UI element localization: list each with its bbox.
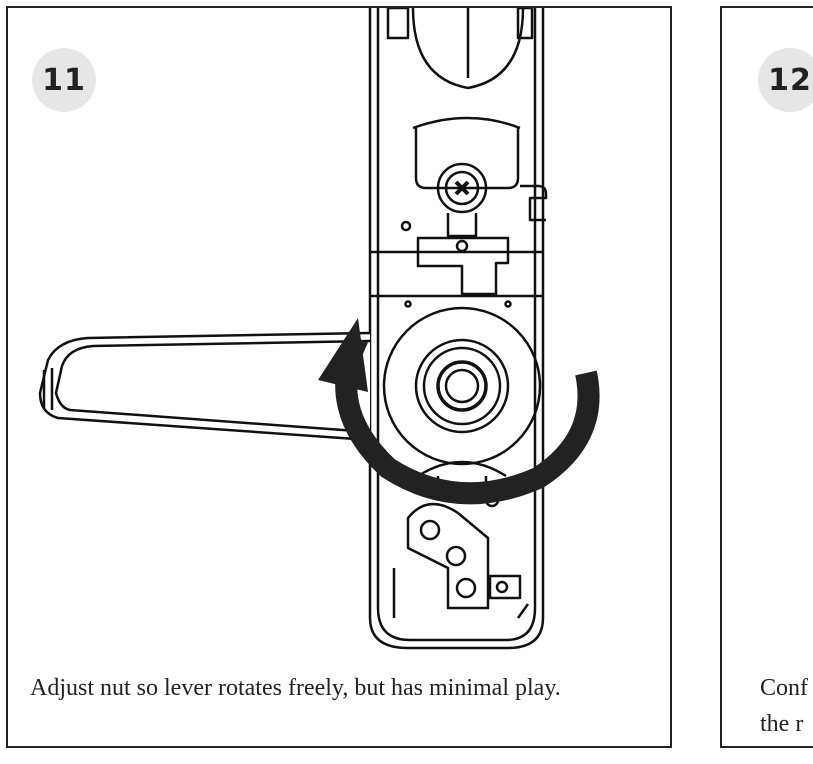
lever-lock-assembly-illustration xyxy=(38,8,600,650)
step-number-badge: 11 xyxy=(32,48,96,112)
step-11-panel: 11 xyxy=(6,6,672,748)
step-12-caption: Conf the r xyxy=(760,675,808,737)
step-11-caption: Adjust nut so lever rotates freely, but … xyxy=(30,675,561,701)
step-number-badge: 12 xyxy=(758,48,813,112)
rotation-arrow-icon xyxy=(318,318,600,505)
step-12-panel: 12 Conf the r xyxy=(720,6,813,748)
